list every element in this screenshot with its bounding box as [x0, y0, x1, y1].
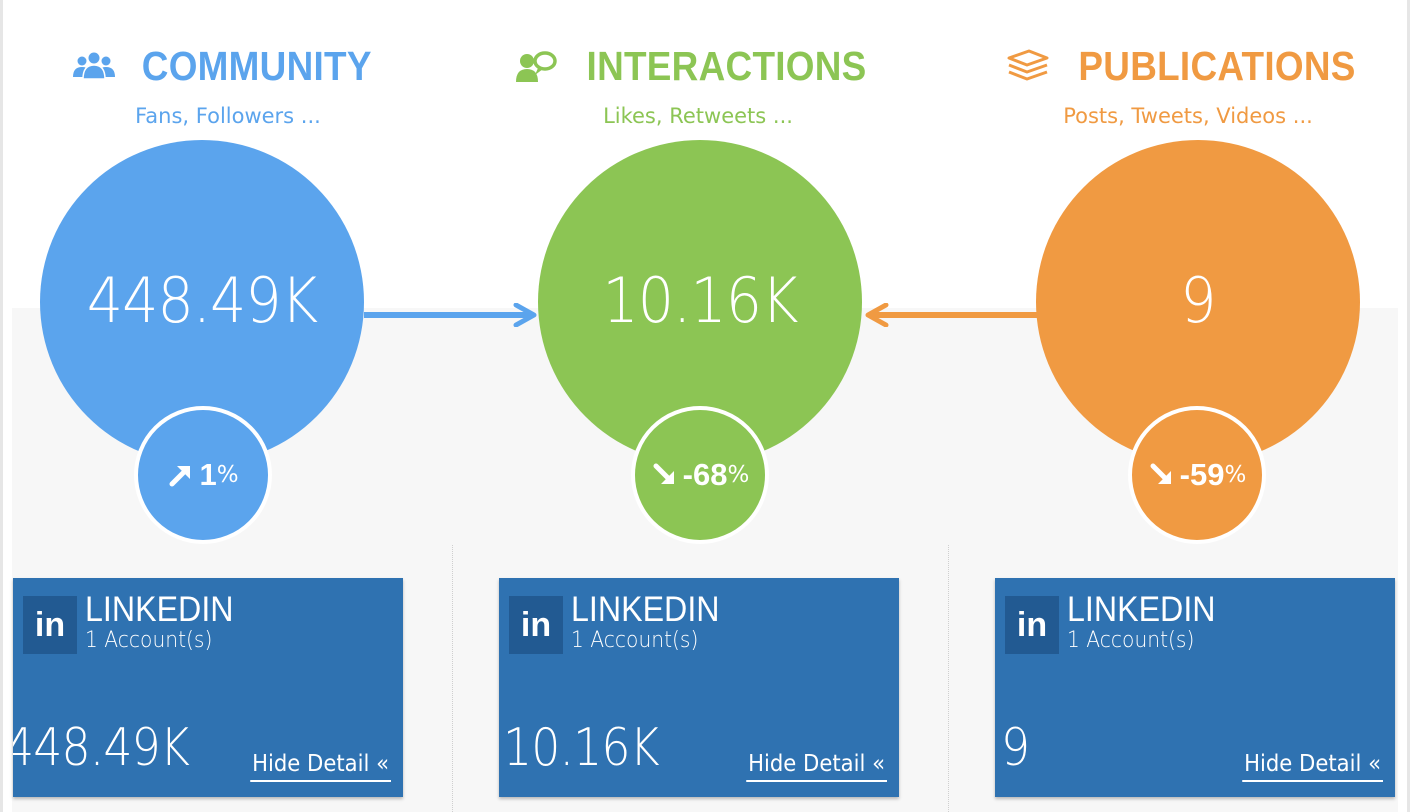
column-divider [948, 545, 949, 812]
card-account-count: 1 Account(s) [571, 628, 699, 653]
arrow-down-right-icon [653, 463, 674, 484]
interactions-total-value: 10.16K [602, 264, 798, 337]
hide-detail-link[interactable]: Hide Detail « [250, 750, 391, 782]
publications-linkedin-card: in LINKEDIN 1 Account(s) 9 Hide Detail « [995, 578, 1395, 797]
card-network-name: LINKEDIN [571, 590, 720, 629]
community-trend-value: 1 [199, 457, 217, 492]
card-network-name: LINKEDIN [85, 590, 234, 629]
card-network-name: LINKEDIN [1067, 590, 1216, 629]
linkedin-icon: in [509, 596, 563, 654]
interactions-header: INTERACTIONS Likes, Retweets ... [498, 42, 898, 128]
community-people-icon [73, 52, 116, 80]
frame-right-border [1407, 0, 1410, 812]
publications-header: PUBLICATIONS Posts, Tweets, Videos ... [988, 42, 1388, 128]
publications-stack-icon [1007, 49, 1049, 81]
publications-trend-badge: -59% [1128, 406, 1266, 544]
arrow-up-right-icon [169, 466, 191, 487]
community-title: COMMUNITY [142, 43, 372, 89]
card-value: 10.16K [503, 718, 660, 778]
interactions-chat-icon [516, 51, 558, 82]
interactions-trend-value: -68 [682, 457, 728, 492]
interactions-linkedin-card: in LINKEDIN 1 Account(s) 10.16K Hide Det… [499, 578, 899, 797]
community-trend-unit: % [216, 462, 239, 488]
publications-trend-unit: % [1224, 462, 1247, 488]
card-value: 448.49K [13, 718, 190, 778]
linkedin-icon: in [1005, 596, 1059, 654]
frame-left-border [0, 0, 3, 812]
column-divider [452, 545, 453, 812]
interactions-subtitle: Likes, Retweets ... [603, 104, 793, 128]
card-account-count: 1 Account(s) [1067, 628, 1195, 653]
hide-detail-link[interactable]: Hide Detail « [1242, 750, 1383, 782]
linkedin-icon: in [23, 596, 77, 654]
publications-to-interactions-arrow [865, 303, 1038, 327]
publications-subtitle: Posts, Tweets, Videos ... [1063, 104, 1313, 128]
community-subtitle: Fans, Followers ... [135, 104, 321, 128]
publications-total-value: 9 [1180, 264, 1216, 337]
community-linkedin-card: in LINKEDIN 1 Account(s) 448.49K Hide De… [13, 578, 403, 797]
hide-detail-link[interactable]: Hide Detail « [746, 750, 887, 782]
community-header: COMMUNITY Fans, Followers ... [28, 42, 428, 128]
community-to-interactions-arrow [364, 303, 537, 327]
publications-trend-value: -59 [1179, 457, 1225, 492]
publications-title: PUBLICATIONS [1078, 43, 1356, 89]
interactions-trend-badge: -68% [631, 406, 769, 544]
publications-total-circle: 9 [1036, 140, 1360, 464]
community-total-value: 448.49K [86, 264, 318, 337]
card-value: 9 [1001, 718, 1030, 778]
interactions-title: INTERACTIONS [586, 43, 867, 89]
community-trend-badge: 1% [134, 406, 272, 544]
card-account-count: 1 Account(s) [85, 628, 213, 653]
interactions-trend-unit: % [727, 462, 750, 488]
arrow-down-right-icon [1150, 463, 1171, 484]
